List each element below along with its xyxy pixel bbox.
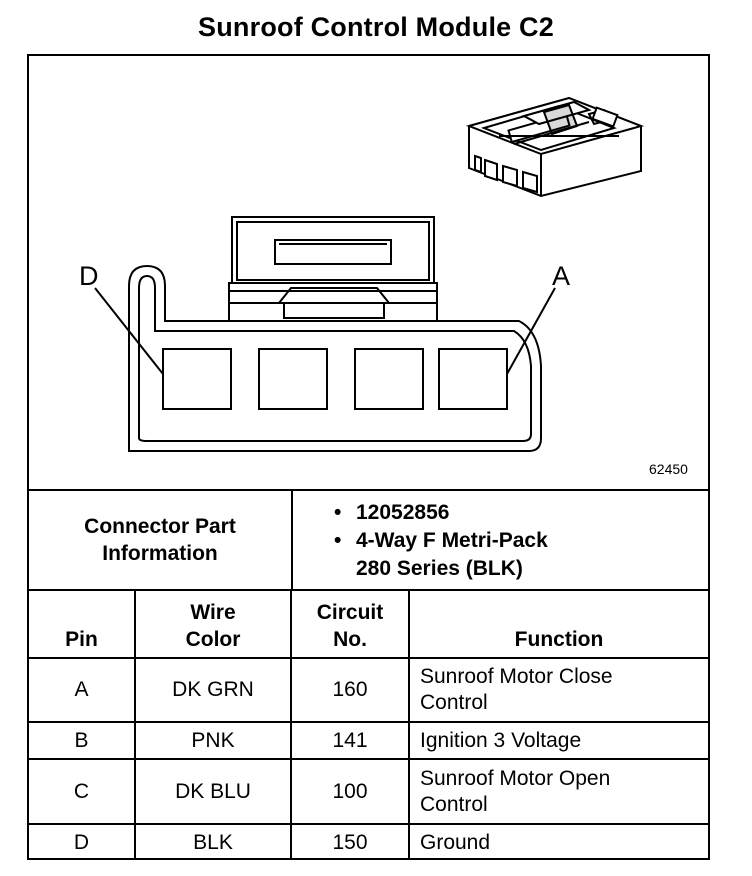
figure-number: 62450 [649,461,688,477]
connector-type: 4-Way F Metri-Pack [334,527,548,555]
part-number: 12052856 [334,499,548,527]
function-cell: Ignition 3 Voltage [408,721,708,760]
cavity-d [162,348,232,410]
pin-a-callout: A [552,261,571,291]
wire-color-cell: DK GRN [134,657,292,723]
connector-part-info: Connector Part Information 12052856 4-Wa… [29,491,708,591]
pin-cell: B [29,721,136,760]
connector-frame: D A 62450 Connector Part Information 120… [27,54,710,860]
cpi-label-line1: Connector Part [84,515,236,538]
pin-d-callout: D [79,261,99,291]
pin-cell: D [29,823,136,860]
diagram-title: Sunroof Control Module C2 [198,12,554,42]
header-pin: Pin [29,591,136,659]
pin-cell: C [29,758,136,825]
connector-drawing: D A 62450 [29,56,708,491]
connector-series: 280 Series (BLK) [356,557,523,580]
table-row: D BLK 150 Ground [29,823,708,860]
cpi-label-line2: Information [102,542,218,565]
connector-front-view [94,216,556,452]
cavity-a [438,348,508,410]
wire-color-cell: PNK [134,721,292,760]
connector-iso-view [465,96,645,198]
table-row: B PNK 141 Ignition 3 Voltage [29,721,708,760]
pin-cell: A [29,657,136,723]
header-function: Function [408,591,708,659]
wire-color-cell: DK BLU [134,758,292,825]
circuit-cell: 141 [290,721,410,760]
circuit-cell: 160 [290,657,410,723]
cavity-b [354,348,424,410]
wire-color-cell: BLK [134,823,292,860]
cavity-c [258,348,328,410]
connector-part-info-list: 12052856 4-Way F Metri-Pack 280 Series (… [334,499,548,583]
circuit-cell: 150 [290,823,410,860]
connector-part-info-label: Connector Part Information [29,491,293,589]
function-cell: Ground [408,823,708,860]
connector-illustration [94,96,645,452]
circuit-cell: 100 [290,758,410,825]
